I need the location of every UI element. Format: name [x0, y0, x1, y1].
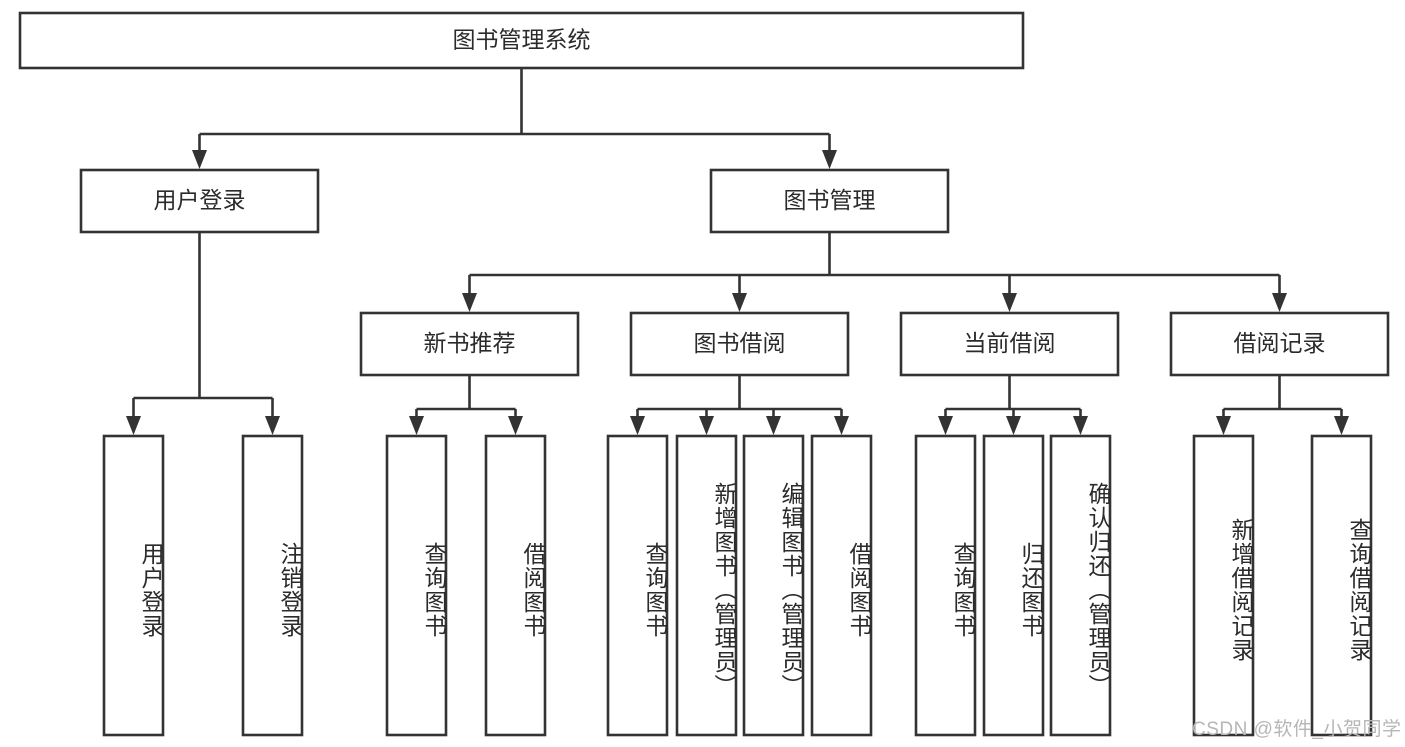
- node-label-root: 图书管理系统: [453, 27, 591, 53]
- leaf-box-3[interactable]: [484, 434, 547, 737]
- records-to-leaves-arrow-0: [1216, 416, 1231, 435]
- leaf-label-12: 查询借阅记录: [1346, 517, 1372, 662]
- leaf-label-7: 借阅图书: [846, 541, 872, 638]
- node-label-level3-3: 借阅记录: [1234, 330, 1326, 356]
- leaf-label-6: 编辑图书（管理员）: [778, 481, 804, 698]
- borrow-to-leaves-arrow-1: [699, 416, 714, 435]
- leaf-box-1[interactable]: [241, 434, 304, 737]
- connector-lines: [126, 68, 1349, 435]
- userlogin-to-leaves-arrow-0: [126, 416, 141, 435]
- root-to-level2-arrow-0: [192, 150, 207, 169]
- leaf-label-0: 用户登录: [138, 541, 164, 638]
- root-to-level2-arrow-1: [822, 150, 837, 169]
- node-label-level2-0: 用户登录: [154, 187, 246, 213]
- bookmgmt-to-level3-arrow-2: [1002, 293, 1017, 312]
- bookmgmt-to-level3-arrow-0: [462, 293, 477, 312]
- leaf-label-2: 查询图书: [421, 541, 447, 638]
- node-box-level3-3[interactable]: [1169, 311, 1390, 377]
- node-box-level2-1[interactable]: [709, 168, 950, 234]
- node-boxes: [18, 11, 1390, 737]
- leaf-label-11: 新增借阅记录: [1228, 517, 1254, 662]
- leaf-box-0[interactable]: [102, 434, 165, 737]
- records-to-leaves-arrow-1: [1334, 416, 1349, 435]
- leaf-label-1: 注销登录: [277, 541, 303, 638]
- node-box-level3-2[interactable]: [899, 311, 1120, 377]
- leaf-box-6[interactable]: [742, 434, 805, 737]
- borrow-to-leaves-arrow-0: [630, 416, 645, 435]
- leaf-label-10: 确认归还（管理员）: [1085, 481, 1111, 698]
- node-box-level3-0[interactable]: [359, 311, 580, 377]
- current-to-leaves-arrow-1: [1006, 416, 1021, 435]
- node-box-root[interactable]: [18, 11, 1025, 70]
- borrow-to-leaves-arrow-3: [834, 416, 849, 435]
- csdn-watermark: CSDN @软件_小贺同学: [1192, 719, 1402, 740]
- userlogin-to-leaves-arrow-1: [265, 416, 280, 435]
- leaf-label-8: 查询图书: [950, 541, 976, 638]
- leaf-box-5[interactable]: [675, 434, 738, 737]
- leaf-box-11[interactable]: [1192, 434, 1255, 737]
- newbook-to-leaves-arrow-1: [508, 416, 523, 435]
- node-label-level3-0: 新书推荐: [424, 330, 516, 356]
- leaf-label-9: 归还图书: [1018, 541, 1044, 638]
- node-label-level2-1: 图书管理: [784, 187, 876, 213]
- bookmgmt-to-level3-arrow-1: [732, 293, 747, 312]
- leaf-box-2[interactable]: [385, 434, 448, 737]
- current-to-leaves-arrow-2: [1073, 416, 1088, 435]
- borrow-to-leaves-arrow-2: [766, 416, 781, 435]
- bookmgmt-to-level3-arrow-3: [1272, 293, 1287, 312]
- leaf-box-9[interactable]: [982, 434, 1045, 737]
- leaf-box-7[interactable]: [810, 434, 873, 737]
- node-box-level2-0[interactable]: [79, 168, 320, 234]
- leaf-label-4: 查询图书: [642, 541, 668, 638]
- leaf-box-10[interactable]: [1049, 434, 1112, 737]
- leaf-box-8[interactable]: [914, 434, 977, 737]
- newbook-to-leaves-arrow-0: [409, 416, 424, 435]
- leaf-label-3: 借阅图书: [520, 541, 546, 638]
- leaf-box-4[interactable]: [606, 434, 669, 737]
- current-to-leaves-arrow-0: [938, 416, 953, 435]
- leaf-box-12[interactable]: [1310, 434, 1373, 737]
- node-label-level3-1: 图书借阅: [694, 330, 786, 356]
- leaf-label-5: 新增图书（管理员）: [711, 481, 737, 698]
- node-box-level3-1[interactable]: [629, 311, 850, 377]
- node-label-level3-2: 当前借阅: [964, 330, 1056, 356]
